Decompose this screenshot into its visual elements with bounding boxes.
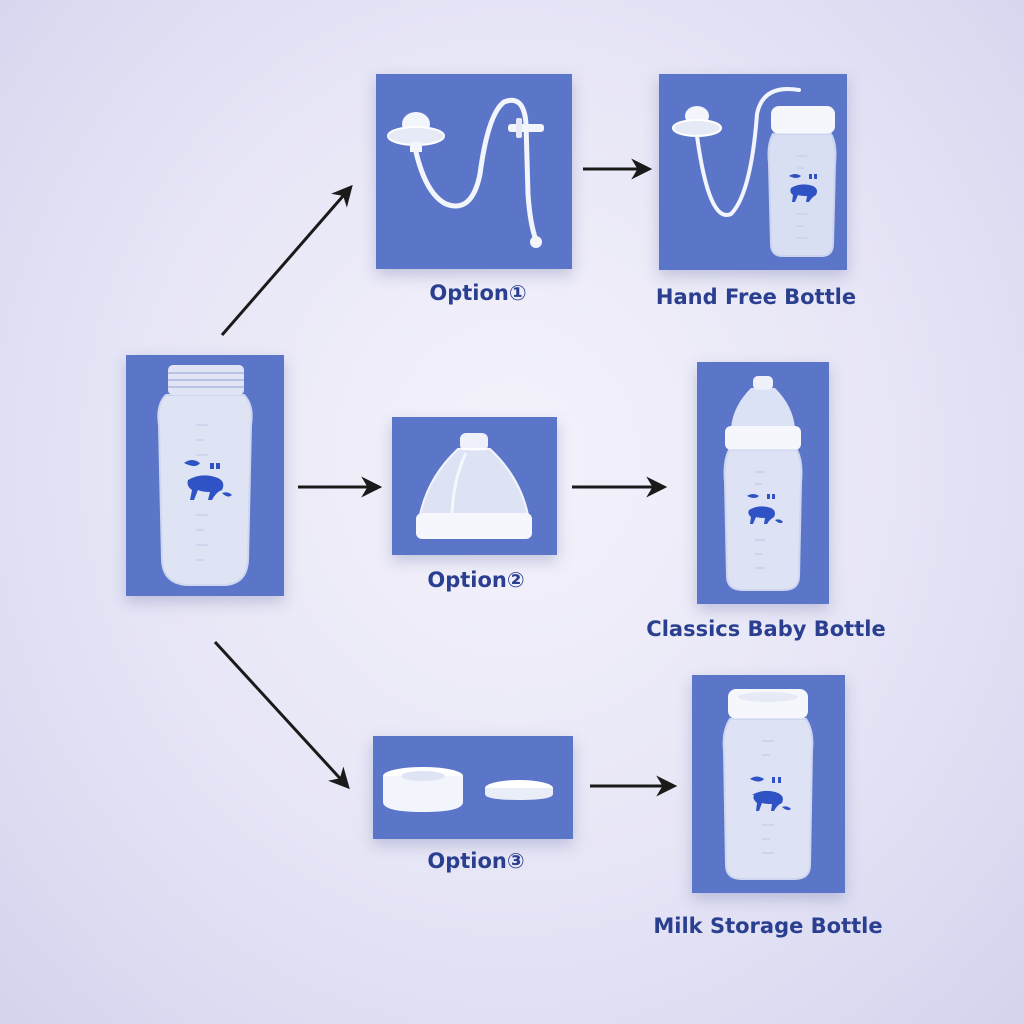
- sealing-disc-image: [383, 767, 553, 812]
- decal-icon: [750, 776, 791, 811]
- arrow-to-option1: [220, 184, 353, 336]
- classics-baby-bottle-tile: [697, 362, 829, 604]
- hand-free-bottle-label: Hand Free Bottle: [655, 285, 857, 309]
- milk-storage-bottle-label: Milk Storage Bottle: [653, 914, 883, 938]
- milk-storage-bottle-image: [722, 689, 814, 880]
- decal-icon: [789, 174, 817, 202]
- option3-tile: [373, 736, 573, 839]
- classics-baby-bottle-label: Classics Baby Bottle: [646, 617, 886, 641]
- hand-free-bottle-tile: [659, 74, 847, 270]
- hand-free-bottle-image: [672, 87, 837, 257]
- option3-label: Option③: [427, 849, 525, 873]
- straw-pacifier-image: [387, 97, 544, 248]
- option2-tile: [392, 417, 557, 555]
- decal-icon: [184, 460, 232, 500]
- arrow-to-option3: [213, 640, 350, 790]
- bottle-image: [157, 365, 253, 586]
- option1-tile: [376, 74, 572, 269]
- milk-storage-bottle-tile: [692, 675, 845, 893]
- option1-label: Option①: [429, 281, 527, 305]
- option2-label: Option②: [427, 568, 525, 592]
- classics-baby-bottle-image: [723, 376, 803, 591]
- decal-icon: [747, 494, 783, 524]
- nipple-image: [416, 433, 532, 539]
- base-bottle-tile: [126, 355, 284, 596]
